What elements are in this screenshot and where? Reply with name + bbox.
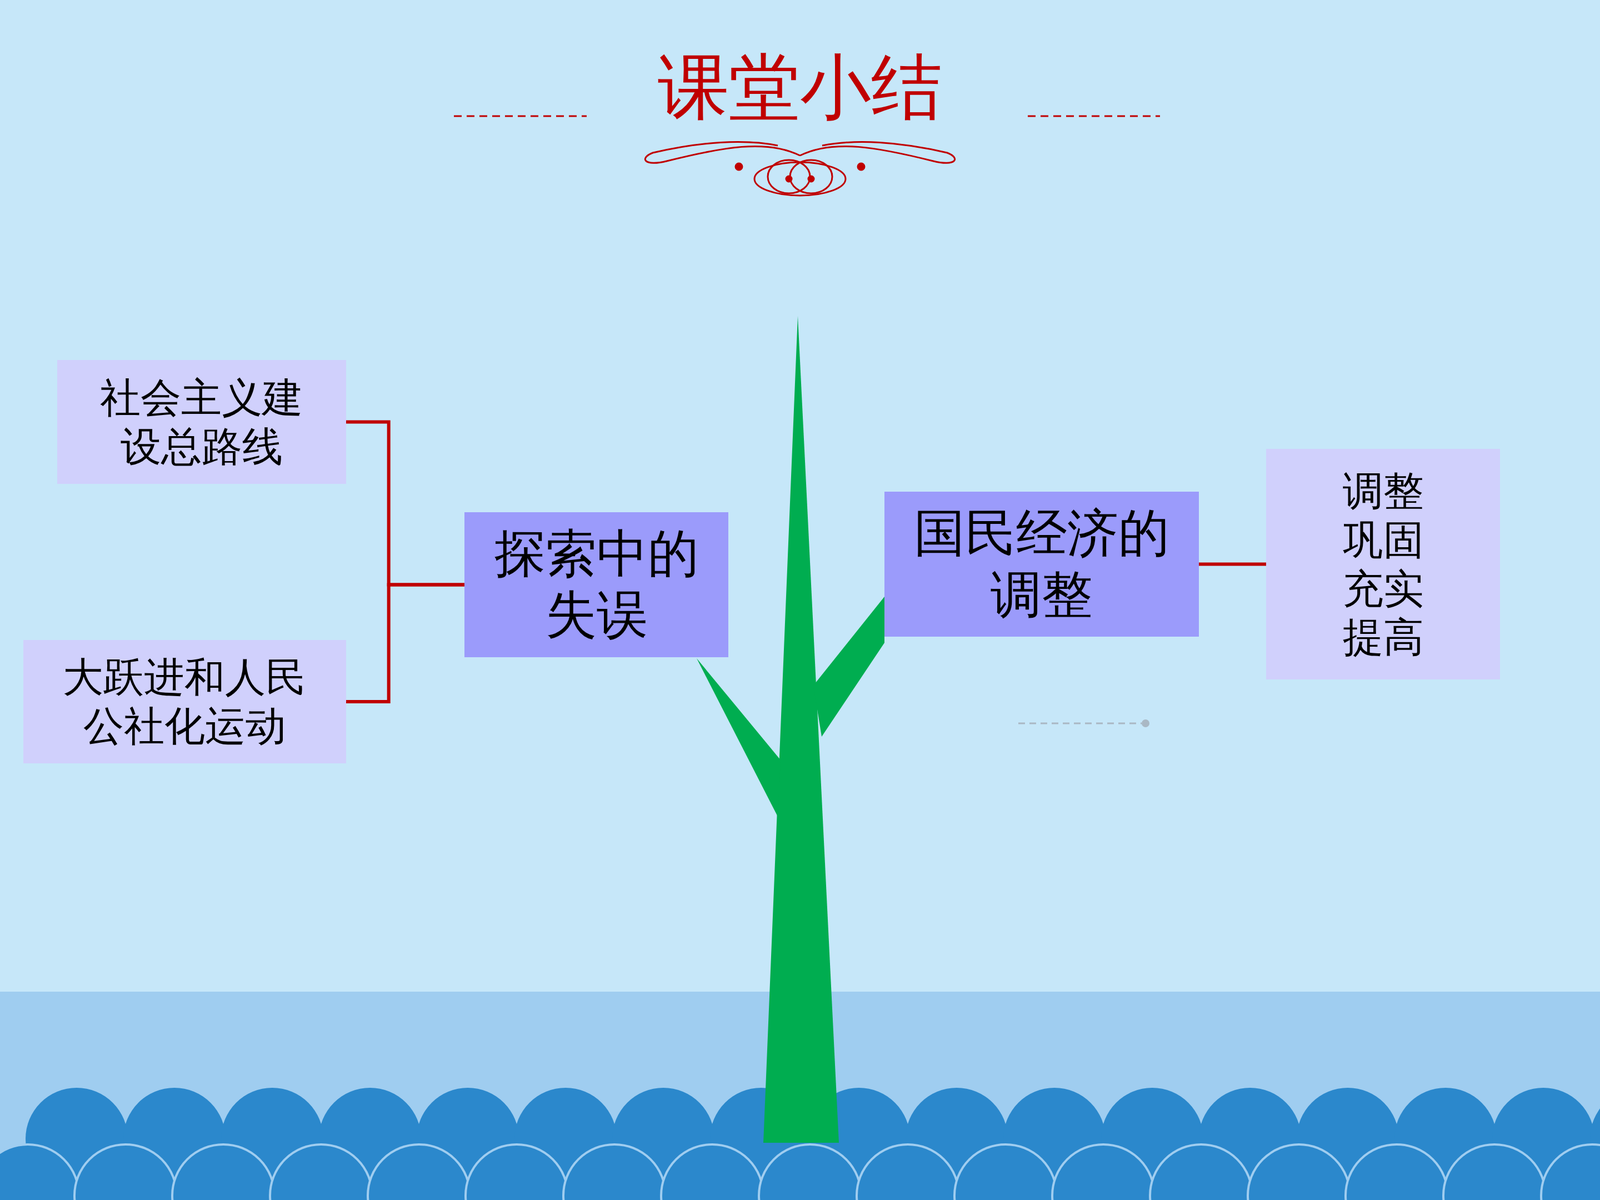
- node-label: 社会主义建设总路线: [94, 373, 310, 471]
- node-label: 调整 巩固 充实 提高: [1334, 466, 1432, 662]
- node-label: 国民经济的调整: [906, 502, 1178, 626]
- topic-box: 大跃进和人民公社化运动: [23, 640, 347, 764]
- wave-circle: [1541, 1144, 1600, 1200]
- policy-box: 调整 巩固 充实 提高: [1266, 448, 1500, 680]
- topic-box: 社会主义建设总路线: [57, 360, 347, 484]
- tree-branch: [696, 658, 781, 817]
- decor-dash: [1018, 722, 1142, 725]
- tree-trunk: [763, 316, 839, 1143]
- node-label: 大跃进和人民公社化运动: [57, 652, 313, 750]
- wave-circle: [367, 1144, 470, 1200]
- wave-circle: [856, 1144, 959, 1200]
- wave-circle: [563, 1144, 666, 1200]
- tree-branch: [813, 596, 885, 737]
- node-label: 探索中的失误: [486, 523, 707, 647]
- wave-circle: [758, 1144, 862, 1200]
- wave-circle: [1345, 1144, 1448, 1200]
- bracket-connector: [1198, 562, 1267, 567]
- title-flourish: [645, 142, 955, 196]
- decor-dot: [1141, 719, 1150, 728]
- wave-circle: [1052, 1144, 1155, 1200]
- title-dash: [453, 115, 587, 118]
- wave-circle: [1443, 1144, 1546, 1200]
- wave-circle: [1150, 1144, 1253, 1200]
- branch-box: 国民经济的调整: [884, 491, 1199, 637]
- wave-circle: [661, 1144, 764, 1200]
- title-dash: [1027, 115, 1160, 118]
- branch-box: 探索中的失误: [464, 512, 729, 658]
- wave-row: [0, 1144, 1600, 1200]
- wave-circle: [954, 1144, 1057, 1200]
- wave-circle: [0, 1144, 79, 1200]
- slide-title: 课堂小结: [0, 44, 1600, 130]
- wave-circle: [172, 1144, 275, 1200]
- wave-circle: [465, 1144, 568, 1200]
- bracket-connector: [346, 422, 465, 585]
- wave-circle: [1247, 1144, 1350, 1200]
- wave-circle: [74, 1144, 177, 1200]
- wave-circle: [270, 1144, 373, 1200]
- bracket-connector: [346, 584, 465, 702]
